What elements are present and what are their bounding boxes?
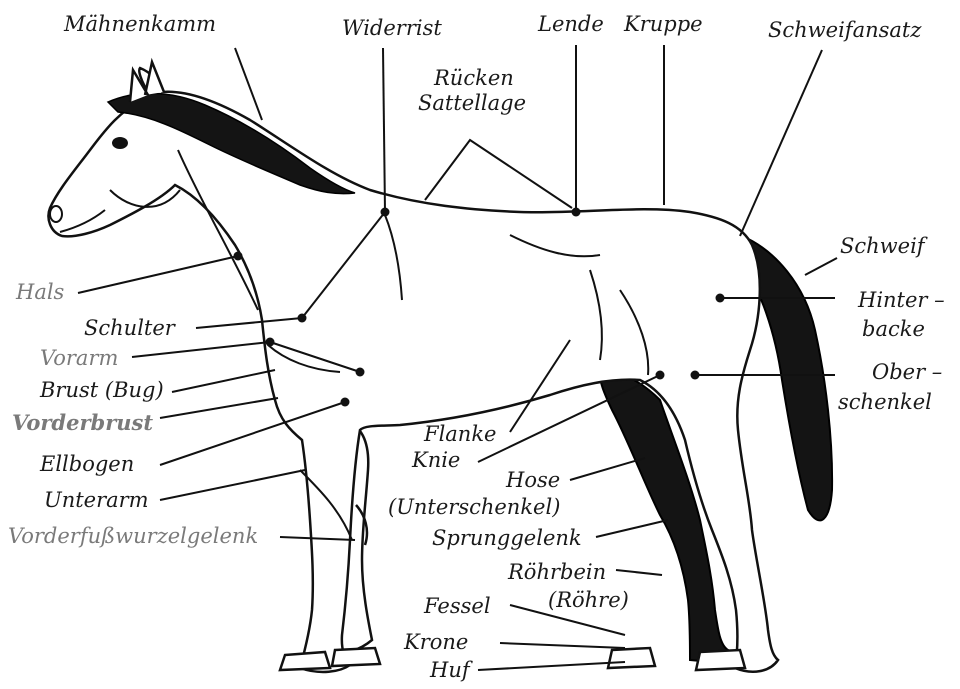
- horse-body: [49, 68, 779, 672]
- label-schulter: Schulter: [84, 318, 175, 339]
- eye: [112, 137, 128, 149]
- nostril: [50, 206, 62, 222]
- label-vorderfusswurzelgelenk: Vorderfußwurzelgelenk: [8, 526, 258, 547]
- label-roehrbein: Röhrbein: [508, 562, 606, 583]
- label-vorderbrust: Vorderbrust: [12, 412, 153, 433]
- label-unterarm: Unterarm: [44, 490, 149, 511]
- label-roehre: (Röhre): [548, 590, 629, 611]
- label-oberschenkel-2: schenkel: [838, 392, 932, 413]
- label-krone: Krone: [404, 632, 468, 653]
- label-sprunggelenk: Sprunggelenk: [432, 528, 582, 549]
- label-sattellage: Sattellage: [418, 93, 526, 114]
- label-ellbogen: Ellbogen: [40, 454, 134, 475]
- label-unterschenkel: (Unterschenkel): [388, 497, 560, 518]
- label-knie: Knie: [412, 450, 460, 471]
- label-brust-bug: Brust (Bug): [40, 380, 164, 401]
- label-lende: Lende: [538, 14, 604, 35]
- label-huf: Huf: [430, 660, 470, 681]
- label-widerrist: Widerrist: [342, 18, 442, 39]
- label-schweifansatz: Schweifansatz: [768, 20, 921, 41]
- label-fessel: Fessel: [424, 596, 491, 617]
- label-maehnenkamm: Mähnenkamm: [64, 14, 216, 35]
- label-schweif: Schweif: [840, 236, 925, 257]
- label-hals: Hals: [16, 282, 64, 303]
- label-hinterbacke-2: backe: [862, 319, 925, 340]
- label-ruecken: Rücken: [434, 68, 514, 89]
- hooves: [280, 648, 745, 670]
- label-hinterbacke-1: Hinter –: [858, 290, 945, 311]
- label-vorarm: Vorarm: [40, 348, 118, 369]
- label-hose: Hose: [506, 470, 560, 491]
- label-kruppe: Kruppe: [624, 14, 703, 35]
- label-oberschenkel-1: Ober –: [872, 362, 942, 383]
- label-flanke: Flanke: [424, 424, 497, 445]
